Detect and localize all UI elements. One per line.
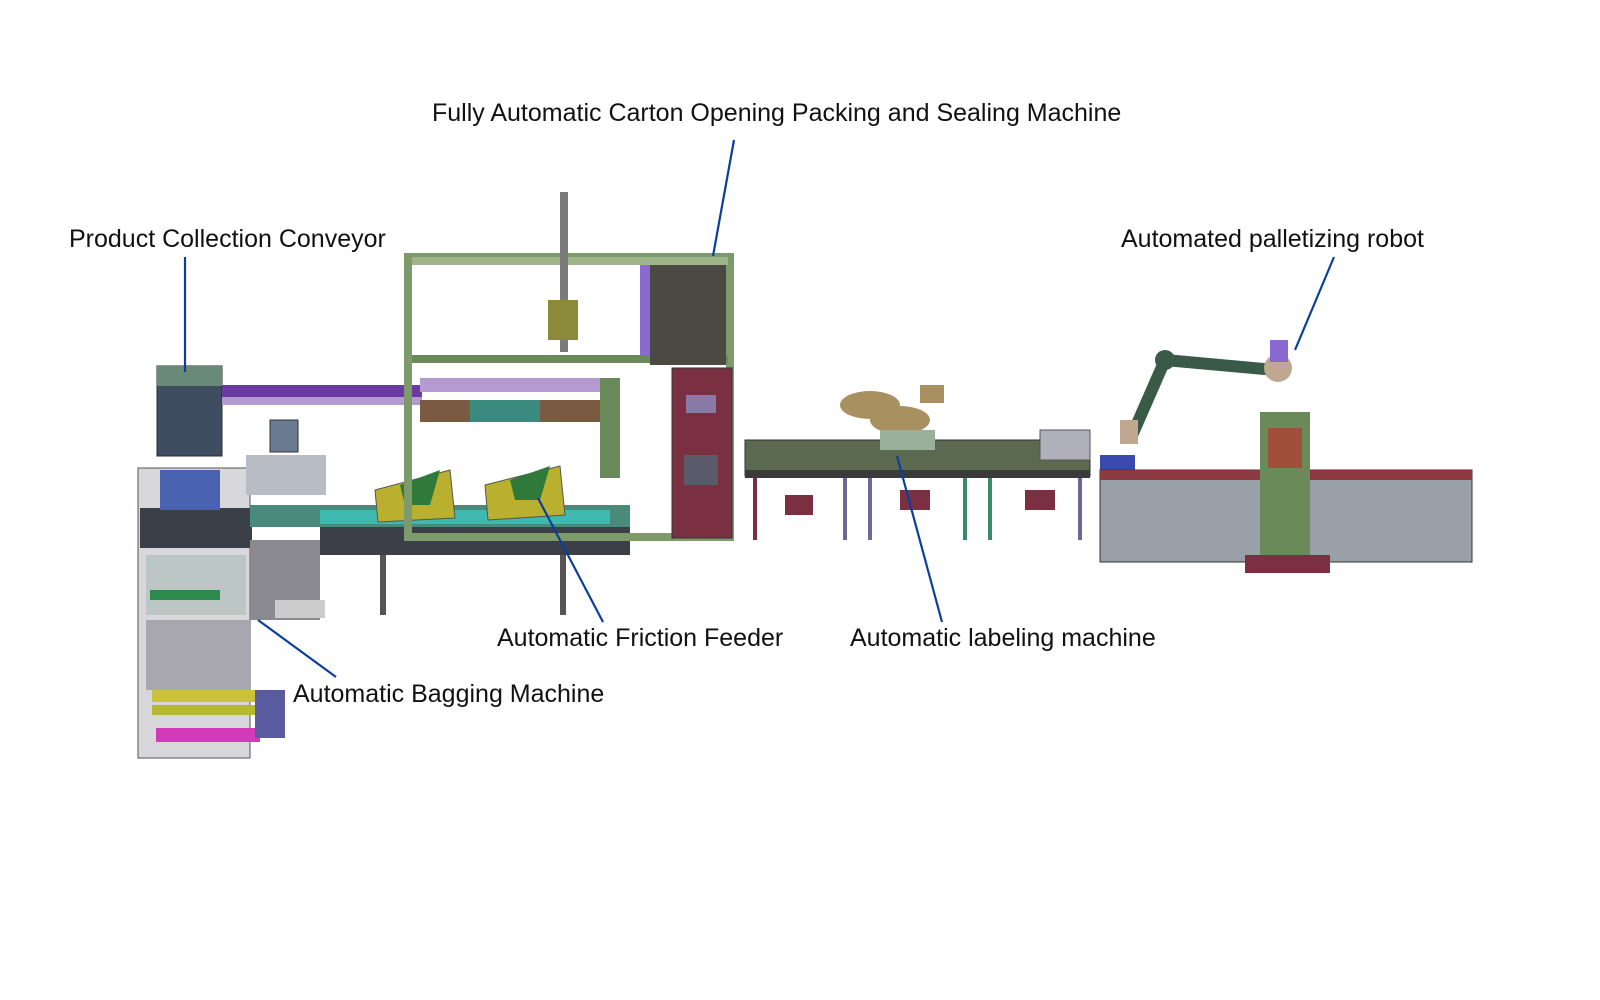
carton-machine-illustration — [404, 192, 734, 541]
bagging-machine-label: Automatic Bagging Machine — [293, 680, 605, 708]
friction-feeder-illustration — [250, 465, 630, 615]
leader-robot — [1293, 256, 1336, 351]
leader-labeling — [895, 455, 944, 623]
collection-conveyor-illustration — [156, 365, 422, 495]
labeling-machine-label: Automatic labeling machine — [850, 624, 1156, 652]
bagging-machine-illustration — [137, 467, 325, 759]
friction-feeder-label: Automatic Friction Feeder — [497, 624, 784, 652]
collection-conveyor-label: Product Collection Conveyor — [69, 225, 386, 253]
leader-carton — [711, 139, 736, 257]
palletizing-robot-illustration — [1099, 340, 1473, 573]
leader-friction — [537, 497, 604, 623]
carton-machine-label: Fully Automatic Carton Opening Packing a… — [432, 99, 1122, 127]
leader-lines — [183, 139, 1336, 678]
leader-bagging — [257, 619, 337, 678]
palletizing-robot-label: Automated palletizing robot — [1121, 225, 1424, 253]
labeling-machine-illustration — [744, 385, 1135, 540]
